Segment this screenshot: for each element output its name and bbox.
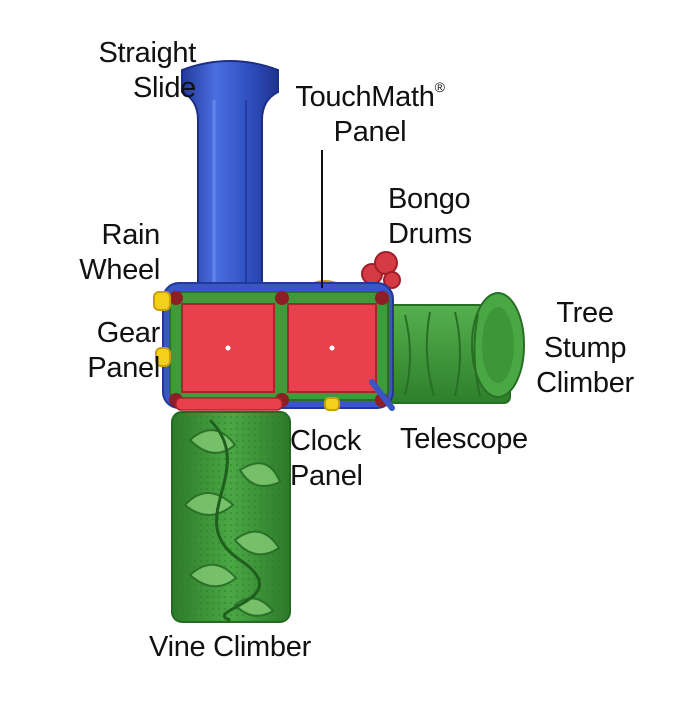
label-telescope-text: Telescope [400, 423, 528, 455]
straight-slide [181, 60, 279, 291]
label-clock-line2: Panel [290, 460, 363, 492]
play-deck [162, 282, 394, 411]
label-touchmath-line2: Panel [333, 116, 407, 148]
label-straight-slide-line2: Slide [133, 72, 196, 104]
label-vine-climber: Vine Climber [110, 630, 350, 665]
label-straight-slide: Straight Slide [60, 36, 196, 106]
label-gear-line1: Gear [96, 317, 161, 349]
telescope [369, 379, 395, 411]
rain-wheel [153, 291, 171, 311]
vine-climber [171, 411, 291, 623]
label-rain-line1: Rain [101, 219, 161, 251]
label-touchmath-line1: TouchMath® [270, 80, 470, 115]
label-tree-line3: Climber [536, 367, 634, 399]
label-rain-line2: Wheel [79, 254, 160, 286]
label-tree-line1: Tree [556, 297, 614, 329]
tree-stump-climber [387, 292, 525, 404]
label-touchmath-text: TouchMath [295, 81, 435, 113]
label-gear-panel: Gear Panel [40, 316, 160, 386]
label-rain-wheel: Rain Wheel [40, 218, 160, 288]
label-touchmath-panel: TouchMath® Panel [270, 80, 470, 150]
label-telescope: Telescope [400, 422, 528, 457]
label-clock-line1: Clock [290, 425, 362, 457]
label-bongo-line1: Bongo [388, 183, 471, 215]
label-tree-line2: Stump [543, 332, 627, 364]
label-vine-text: Vine Climber [149, 631, 311, 663]
label-bongo-drums: Bongo Drums [388, 182, 472, 252]
label-bongo-line2: Drums [388, 218, 472, 250]
label-straight-slide-line1: Straight [98, 37, 196, 69]
registered-mark: ® [434, 79, 445, 95]
label-tree-stump-climber: Tree Stump Climber [520, 296, 650, 401]
label-gear-line2: Panel [87, 352, 160, 384]
clock-panel [324, 397, 340, 411]
gear-panel-accent [155, 347, 171, 367]
label-clock-panel: Clock Panel [290, 424, 363, 494]
